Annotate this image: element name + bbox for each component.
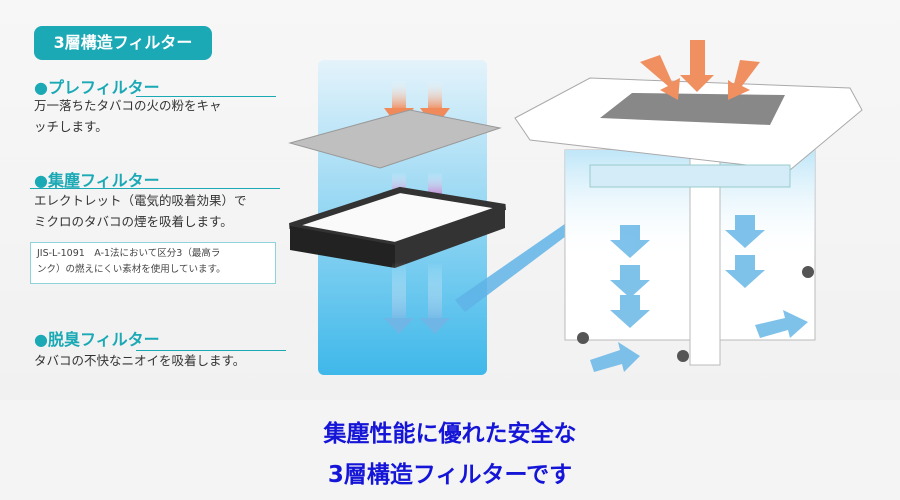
intake-grille [600, 93, 785, 125]
dust-filter [289, 186, 506, 268]
down-arrow-icon [420, 262, 450, 334]
dust-filter-title: ●集塵フィルター [34, 171, 160, 190]
prefilter-title: ●プレフィルター [34, 78, 160, 97]
dust-filter-desc-1: エレクトレット（電気的吸着効果）で [34, 193, 247, 208]
jis-note-line-1: JIS-L-1091 A-1法において区分3（最高ラ [37, 248, 221, 259]
jis-note-line-2: ンク）の燃えにくい素材を使用しています。 [37, 264, 226, 275]
prefilter-desc-2: ッチします。 [34, 119, 108, 134]
deodorant-filter-desc: タバコの不快なニオイを吸着します。 [34, 353, 246, 368]
section-badge: 3層構造フィルター [34, 26, 212, 60]
pre-filter [288, 109, 502, 169]
jis-note: JIS-L-1091 A-1法において区分3（最高ラ ンク）の燃えにくい素材を使… [30, 242, 276, 284]
down-arrow-icon [384, 262, 414, 334]
intake-arrows-icon [640, 40, 760, 100]
exhaust-arrows-icon [590, 215, 808, 372]
filter-diagram [288, 40, 863, 375]
deodorant-filter-title: ●脱臭フィルター [34, 330, 160, 349]
leader-line [136, 96, 276, 97]
dust-filter-desc-2: ミクロのタバコの煙を吸着します。 [34, 214, 233, 229]
caption-line-2: 3層構造フィルターです [327, 462, 573, 488]
leader-line [30, 188, 280, 189]
smoking-table [514, 40, 863, 372]
leader-line [136, 350, 286, 351]
prefilter-desc-1: 万一落ちたタバコの火の粉をキャ [34, 98, 222, 113]
caption-line-1: 集塵性能に優れた安全な [323, 421, 577, 447]
